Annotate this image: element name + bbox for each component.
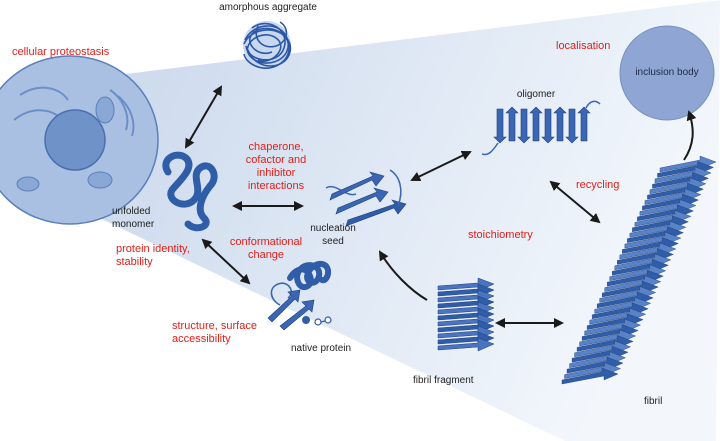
fibril-fragment-layer bbox=[437, 337, 495, 352]
stoichiometry-annotation: stoichiometry bbox=[468, 229, 533, 241]
nucleation-seed-label: nucleation seed bbox=[300, 222, 366, 248]
structure-surface-annotation: structure, surface accessibility bbox=[172, 320, 257, 346]
nucleation-seed-icon bbox=[325, 169, 407, 227]
native-protein-label: native protein bbox=[291, 343, 352, 354]
fibril-icon bbox=[561, 155, 717, 385]
unfolded-monomer-label: unfolded monomer bbox=[112, 205, 154, 231]
chaperone-line-1: chaperone, bbox=[248, 141, 304, 153]
cellular-proteostasis-annotation: cellular proteostasis bbox=[12, 46, 110, 58]
chaperone-line-4: interactions bbox=[247, 180, 305, 192]
amorphous-aggregate-label: amorphous aggregate bbox=[219, 2, 317, 13]
conformational-line-2: change bbox=[247, 249, 285, 261]
unfolded-monomer-line-2: monomer bbox=[112, 219, 155, 230]
unfolded-monomer-line-1: unfolded bbox=[112, 206, 151, 217]
fibril-layer bbox=[561, 367, 619, 385]
amorphous-aggregate-icon bbox=[243, 21, 292, 69]
oligomer-icon bbox=[481, 100, 601, 156]
fibril-fragment-label: fibril fragment bbox=[413, 375, 474, 386]
unfolded-monomer-icon bbox=[162, 151, 218, 232]
protein-identity-annotation: protein identity, stability bbox=[116, 243, 190, 269]
native-protein-icon bbox=[267, 260, 332, 331]
fibril-label: fibril bbox=[644, 396, 663, 407]
chaperone-line-2: cofactor and bbox=[245, 154, 307, 166]
arrow-fragment-seed bbox=[378, 250, 428, 301]
background-wedge bbox=[62, 0, 720, 441]
chaperone-line-3: inhibitor bbox=[256, 167, 296, 179]
arrow-monomer-native bbox=[201, 238, 251, 285]
conformational-line-1: conformational bbox=[229, 236, 303, 248]
inclusion-body-icon bbox=[619, 25, 715, 121]
inclusion-body-label: inclusion body bbox=[635, 67, 699, 78]
recycling-annotation: recycling bbox=[576, 179, 620, 191]
arrow-fibril-inclusion bbox=[683, 110, 697, 161]
arrows bbox=[184, 85, 697, 328]
cell-icon bbox=[0, 55, 159, 225]
fibril-fragment-icon bbox=[437, 277, 495, 352]
protein-identity-line-2: stability bbox=[116, 256, 153, 268]
arrow-oligomer-fibril bbox=[549, 180, 601, 224]
localisation-annotation: localisation bbox=[556, 40, 611, 52]
arrow-monomer-aggregate bbox=[184, 85, 223, 149]
chaperone-annotation: chaperone, cofactor and inhibitor intera… bbox=[232, 141, 320, 193]
arrow-seed-oligomer bbox=[410, 150, 472, 182]
structure-line-2: accessibility bbox=[172, 333, 231, 345]
nucleation-seed-line-2: seed bbox=[322, 236, 344, 247]
structure-line-1: structure, surface bbox=[172, 320, 257, 332]
conformational-change-annotation: conformational change bbox=[218, 236, 314, 262]
oligomer-label: oligomer bbox=[516, 89, 556, 100]
protein-identity-line-1: protein identity, bbox=[116, 243, 190, 255]
nucleation-seed-line-1: nucleation bbox=[310, 223, 356, 234]
